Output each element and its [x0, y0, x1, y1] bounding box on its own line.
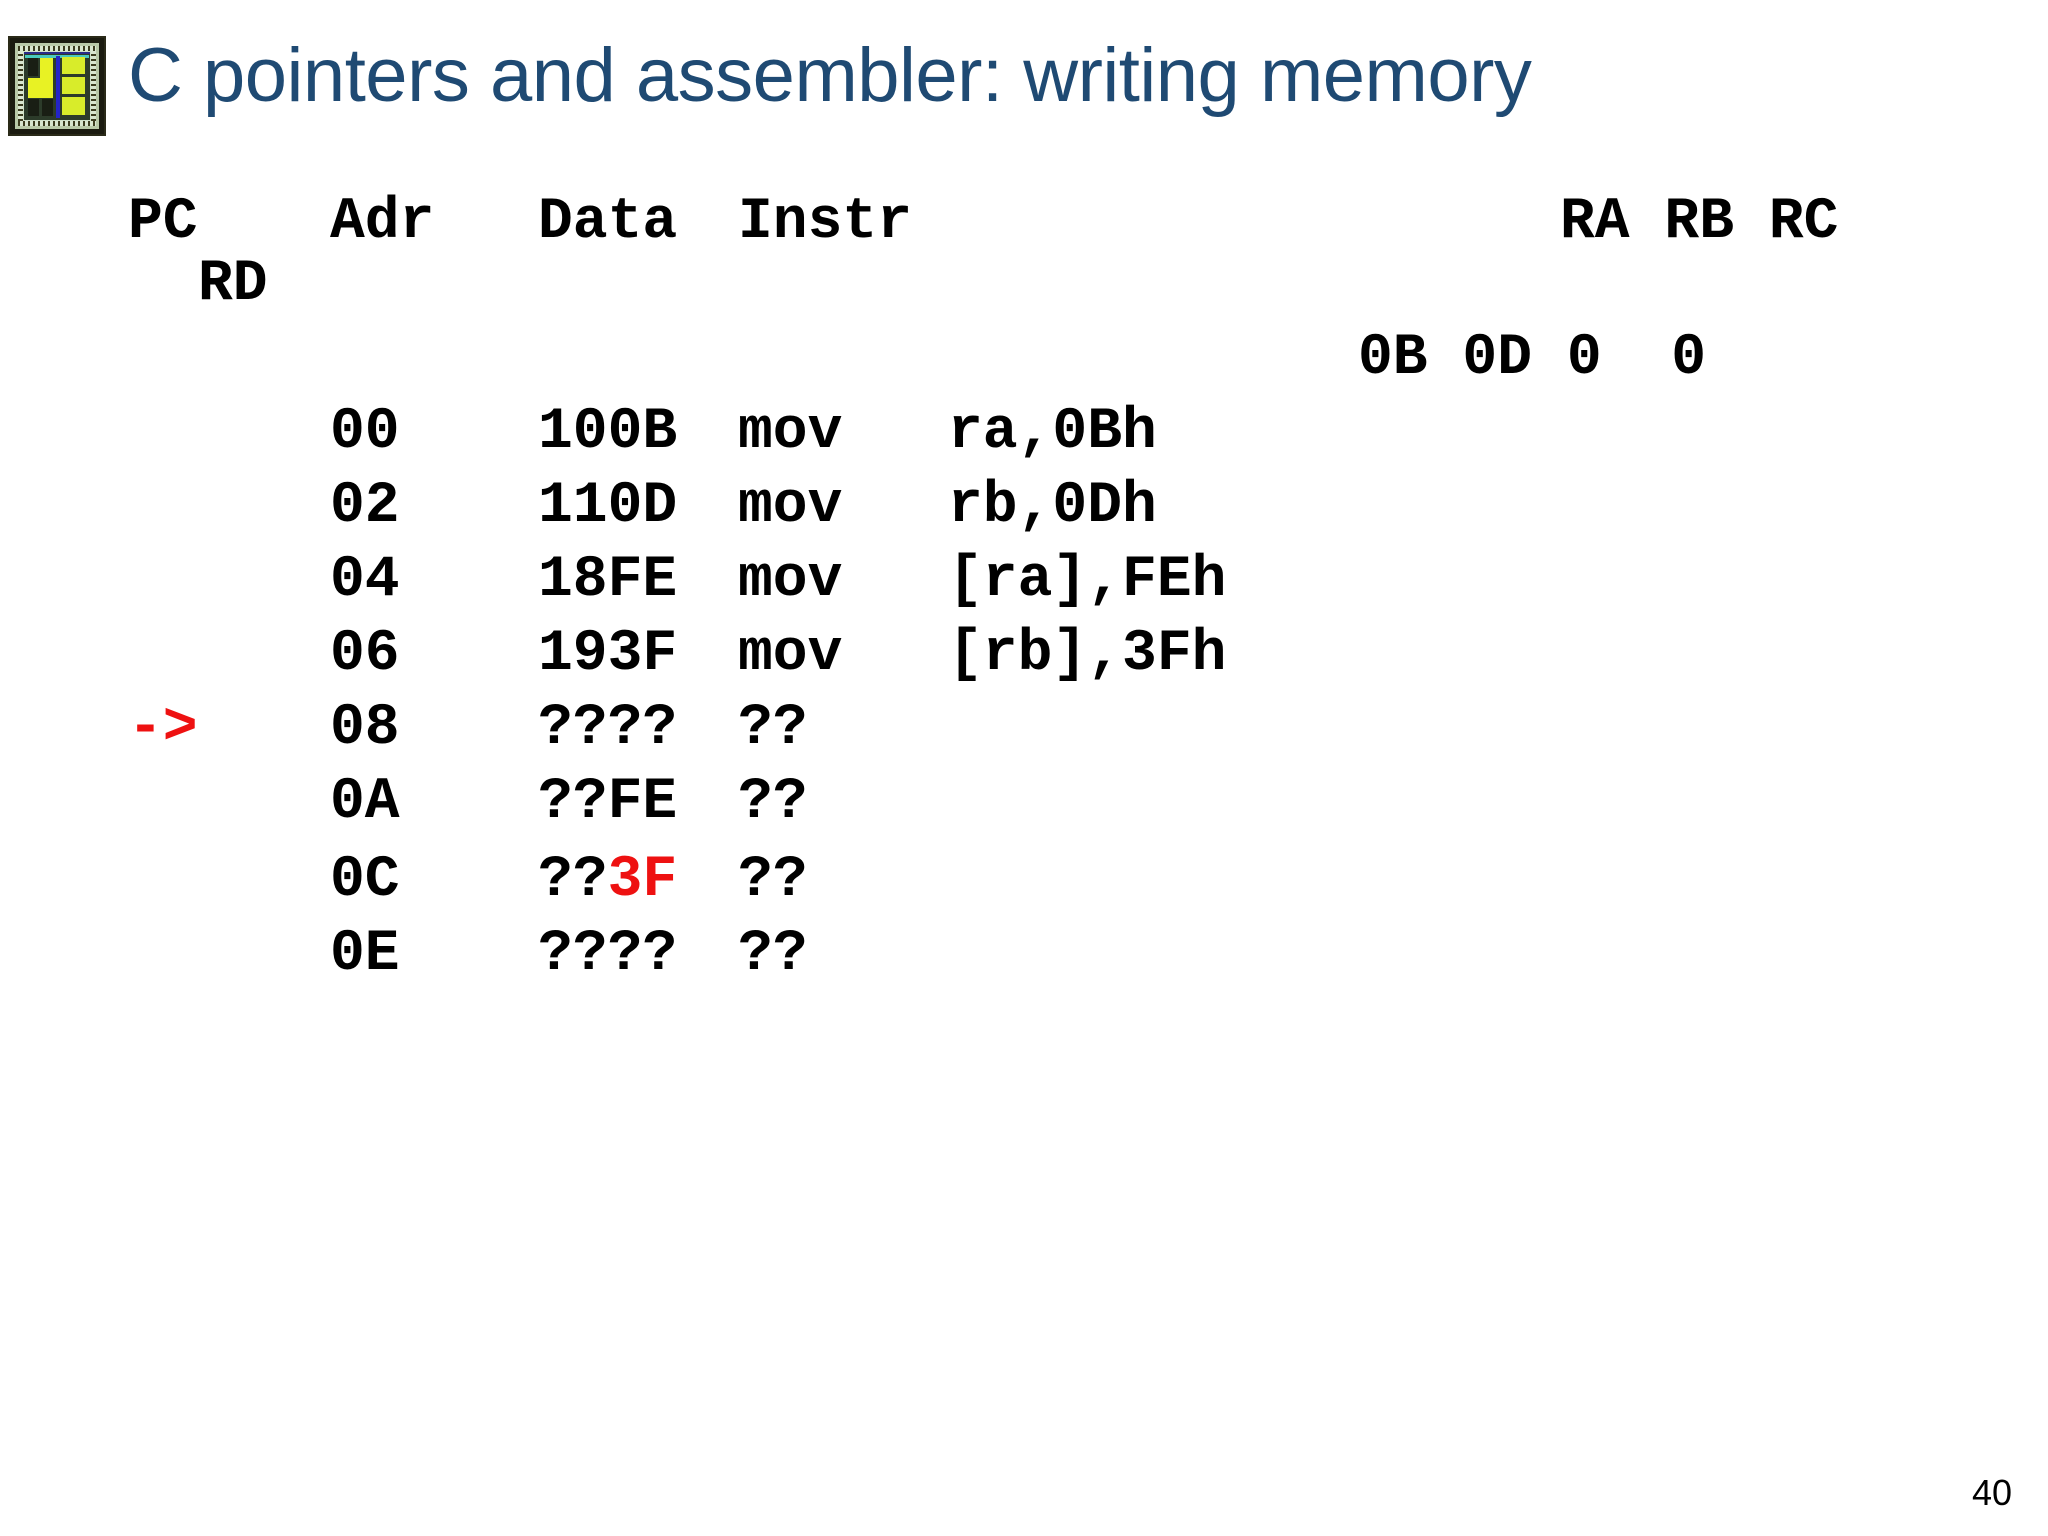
table-row-data: ????: [538, 696, 678, 761]
table-row-adr: 00: [330, 400, 400, 465]
register-values-row: 0B 0D 0 0: [1358, 326, 1707, 391]
column-header-data: Data: [538, 190, 678, 255]
slide-header: C pointers and assembler: writing memory: [0, 0, 2048, 160]
table-row-adr: 0C: [330, 848, 400, 913]
table-row-adr: 06: [330, 622, 400, 687]
table-row-adr: 0E: [330, 922, 400, 987]
table-row-data: ??FE: [538, 770, 678, 835]
table-row-data: 110D: [538, 474, 678, 539]
column-header-registers: RA RB RC: [1560, 190, 1839, 255]
column-header-rd: RD: [198, 252, 268, 317]
table-row-operands: ra,0Bh: [948, 400, 1157, 465]
data-written-value: 3F: [607, 848, 678, 913]
table-row-data-highlighted: ??3F: [538, 844, 677, 918]
table-row-instr: mov: [738, 474, 843, 539]
table-row-adr: 04: [330, 548, 400, 613]
column-header-instr: Instr: [738, 190, 913, 255]
table-row-adr: 08: [330, 696, 400, 761]
table-row-instr: ??: [738, 696, 808, 761]
table-row-operands: [rb],3Fh: [948, 622, 1227, 687]
column-header-pc: PC: [128, 190, 198, 255]
table-row-instr: mov: [738, 548, 843, 613]
table-row-data: ????: [538, 922, 678, 987]
page-number: 40: [1971, 1472, 2012, 1513]
table-row-instr: mov: [738, 400, 843, 465]
table-row-instr: ??: [738, 770, 808, 835]
table-row-data: 18FE: [538, 548, 678, 613]
table-row-instr: mov: [738, 622, 843, 687]
column-header-adr: Adr: [330, 190, 435, 255]
table-row-adr: 0A: [330, 770, 400, 835]
table-row-data: 193F: [538, 622, 678, 687]
page-title: C pointers and assembler: writing memory: [128, 33, 1532, 118]
data-prefix: ??: [538, 848, 608, 913]
table-row-instr: ??: [738, 922, 808, 987]
table-row-data: 100B: [538, 400, 678, 465]
pc-marker-arrow: ->: [128, 696, 198, 761]
table-row-operands: [ra],FEh: [948, 548, 1227, 613]
microchip-die-icon: [8, 36, 106, 136]
table-row-instr: ??: [738, 848, 808, 913]
table-row-adr: 02: [330, 474, 400, 539]
table-row-operands: rb,0Dh: [948, 474, 1157, 539]
